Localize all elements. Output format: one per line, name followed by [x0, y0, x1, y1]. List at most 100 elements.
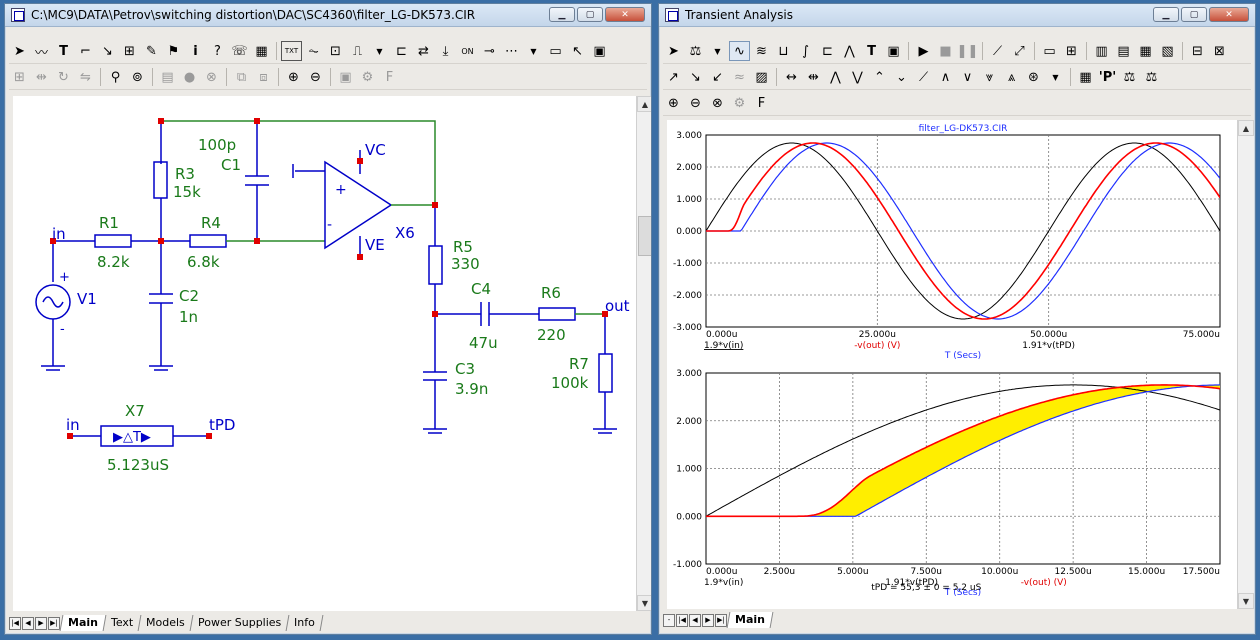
grid-icon[interactable]: ⊞: [1066, 43, 1077, 59]
find-icon[interactable]: ⚲: [110, 69, 121, 85]
on-icon[interactable]: ON: [461, 46, 474, 56]
analysis-maximize-button[interactable]: ▢: [1181, 7, 1207, 22]
p-icon[interactable]: 'P': [1098, 69, 1117, 85]
cursor-left-icon[interactable]: ↗: [668, 69, 679, 85]
zoom-out-icon[interactable]: ⊖: [310, 69, 321, 85]
bracket-2-icon[interactable]: ⊏: [822, 43, 833, 59]
flag-icon[interactable]: ⚑: [167, 43, 180, 59]
help-icon[interactable]: ?: [214, 43, 221, 59]
analysis-close-button[interactable]: ✕: [1209, 7, 1249, 22]
waveform-2-icon[interactable]: ≋: [756, 43, 767, 59]
note-icon[interactable]: ✎: [146, 43, 157, 59]
analysis-scroll-up-arrow[interactable]: ▲: [1238, 120, 1254, 136]
analysis-titlebar[interactable]: Transient Analysis ▁ ▢ ✕: [659, 4, 1255, 27]
select-arrow-icon[interactable]: ➤: [668, 43, 679, 59]
wave-dis-icon[interactable]: ≈: [734, 69, 745, 85]
select-arrow-icon[interactable]: ➤: [14, 43, 25, 59]
page-icon[interactable]: ▤: [161, 69, 174, 85]
text-icon[interactable]: T: [59, 43, 68, 59]
link-icon[interactable]: ⊸: [484, 43, 495, 59]
group-icon[interactable]: ⊞: [14, 69, 25, 85]
analysis-vscroll[interactable]: ▲ ▼: [1237, 120, 1254, 609]
panel-2-icon[interactable]: ⊠: [1214, 43, 1225, 59]
grid-2-icon[interactable]: ▦: [1139, 43, 1152, 59]
peak-icon-2[interactable]: ⋀: [830, 69, 841, 85]
scroll-down-arrow[interactable]: ▼: [637, 595, 651, 611]
zoom-in-icon[interactable]: ⊕: [288, 69, 299, 85]
maximize-button[interactable]: ▢: [577, 7, 603, 22]
tab-info[interactable]: Info: [286, 615, 324, 631]
tab-next-button[interactable]: ▶: [35, 616, 47, 630]
properties-icon[interactable]: ▣: [887, 43, 900, 59]
analysis-tab-first[interactable]: |◀: [676, 613, 688, 627]
panel-icon[interactable]: ⊟: [1192, 43, 1203, 59]
paste-icon[interactable]: ⧈: [259, 69, 268, 85]
scroll-up-arrow[interactable]: ▲: [637, 96, 651, 112]
schematic-window[interactable]: C:\MC9\DATA\Petrov\switching distortion\…: [4, 3, 652, 635]
zoom-out-icon[interactable]: ⊖: [690, 95, 701, 111]
rotate-icon[interactable]: ↻: [58, 69, 69, 85]
tag-icon[interactable]: ⊛: [1028, 69, 1039, 85]
text-mode-icon[interactable]: TXT: [281, 41, 302, 61]
peak-icon[interactable]: ⋀: [844, 43, 855, 59]
probe-icon[interactable]: ⤓: [442, 43, 449, 59]
window-icon[interactable]: ▭: [1043, 43, 1056, 59]
analysis-tab-main[interactable]: Main: [726, 612, 774, 628]
minimize-button[interactable]: ▁: [549, 7, 575, 22]
ortho-wire-icon[interactable]: ⌐: [80, 43, 91, 59]
text-icon[interactable]: T: [867, 43, 876, 59]
settings-icon[interactable]: ⚙: [733, 95, 746, 111]
analysis-tab-last[interactable]: ▶|: [715, 613, 727, 627]
tab-first-button[interactable]: |◀: [9, 616, 21, 630]
swap-icon[interactable]: ⇄: [418, 43, 429, 59]
grid-icon[interactable]: ⋯: [505, 43, 518, 59]
settings-icon[interactable]: ⚙: [361, 69, 374, 85]
zoom-fit-icon[interactable]: ⊗: [712, 95, 723, 111]
cursor-right-icon[interactable]: ↘: [690, 69, 701, 85]
copy-icon[interactable]: ⧉: [236, 69, 247, 85]
analysis-scroll-down-arrow[interactable]: ▼: [1238, 593, 1254, 609]
peak-icon-3[interactable]: ⌃: [874, 69, 885, 85]
vertical-grid-icon[interactable]: ▥: [1095, 43, 1108, 59]
valley-icon-3[interactable]: ∨: [962, 69, 973, 85]
wire-icon[interactable]: 〰: [34, 45, 48, 61]
tab-power-supplies[interactable]: Power Supplies: [190, 615, 290, 631]
waveform-icon[interactable]: ∿: [729, 41, 750, 61]
valley-icon-2[interactable]: ⌄: [896, 69, 907, 85]
binoculars-icon[interactable]: ⊚: [132, 69, 143, 85]
stop-icon[interactable]: ■: [939, 43, 952, 59]
tab-main[interactable]: Main: [59, 615, 107, 631]
curve-icon[interactable]: ∫: [802, 43, 809, 59]
valley-icon[interactable]: ⋁: [852, 69, 863, 85]
schematic-titlebar[interactable]: C:\MC9\DATA\Petrov\switching distortion\…: [5, 4, 651, 27]
flip-icon[interactable]: ⇋: [80, 69, 91, 85]
multi-2-icon[interactable]: ⩓: [1007, 69, 1016, 85]
font-icon[interactable]: F: [385, 69, 394, 85]
font-icon[interactable]: F: [757, 95, 766, 111]
close-button[interactable]: ✕: [605, 7, 645, 22]
scale-icon-3[interactable]: ⚖: [1145, 69, 1158, 85]
analysis-tab-next[interactable]: ▶: [702, 613, 714, 627]
tab-models[interactable]: Models: [138, 615, 194, 631]
scale-icon[interactable]: ⚖: [689, 43, 702, 59]
table-icon[interactable]: ▦: [1079, 69, 1092, 85]
image-icon[interactable]: ▨: [755, 69, 768, 85]
properties-icon[interactable]: ▣: [593, 43, 606, 59]
tab-text[interactable]: Text: [103, 615, 142, 631]
grid-3-icon[interactable]: ▧: [1161, 43, 1174, 59]
scroll-thumb[interactable]: [638, 216, 651, 256]
pin-icon[interactable]: ⊏: [396, 43, 407, 59]
analysis-tab-prev[interactable]: ◀: [689, 613, 701, 627]
zoom-in-icon[interactable]: ⊕: [668, 95, 679, 111]
dropdown-icon[interactable]: ▼: [714, 46, 721, 56]
pause-icon[interactable]: ❚❚: [956, 43, 979, 59]
peak-icon-4[interactable]: ∧: [940, 69, 951, 85]
line-2-icon[interactable]: ⤢: [1014, 43, 1025, 59]
info-icon[interactable]: i: [193, 43, 198, 59]
dropdown-icon-2[interactable]: ▼: [1052, 72, 1059, 82]
cursor-3-icon[interactable]: ↙: [712, 69, 723, 85]
tab-last-button[interactable]: ▶|: [48, 616, 60, 630]
diagonal-wire-icon[interactable]: ↘: [102, 43, 113, 59]
run-icon[interactable]: ▶: [918, 43, 929, 59]
